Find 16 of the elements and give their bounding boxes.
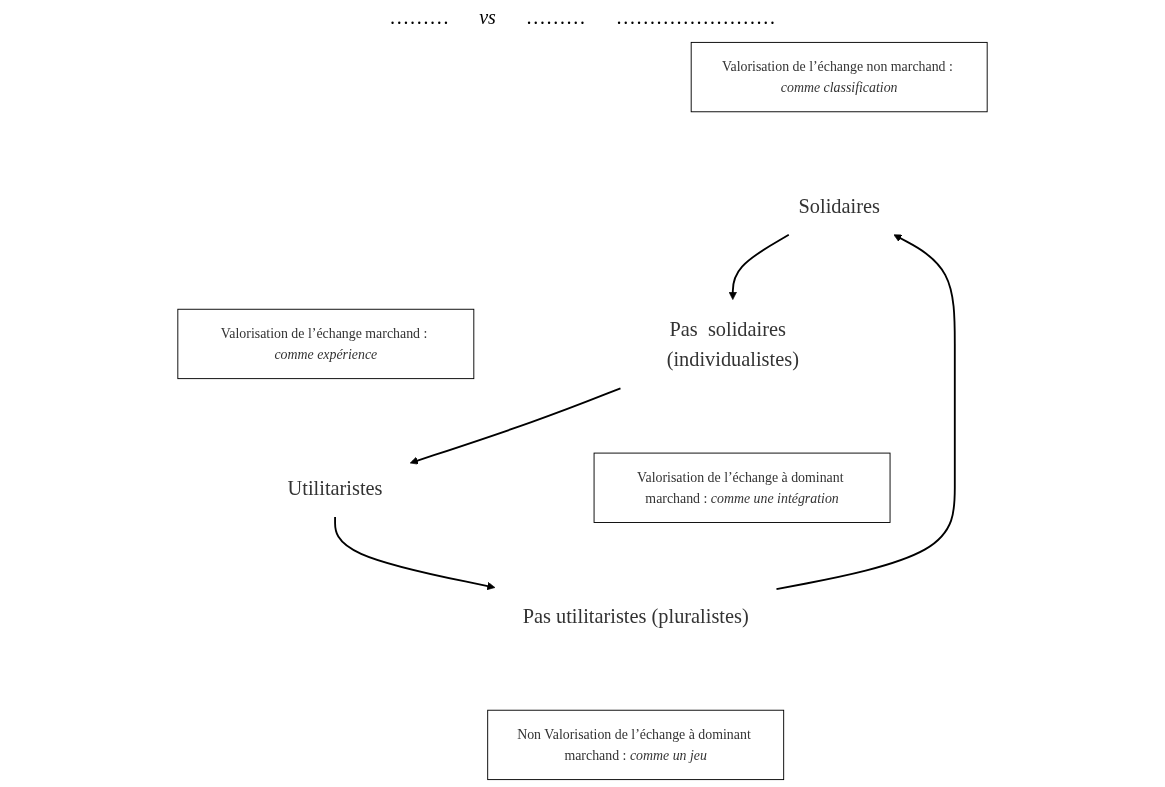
node-text: Pas solidaires (individualistes) <box>666 317 799 371</box>
node-text: Utilitaristes <box>287 476 383 500</box>
arrow <box>775 234 956 591</box>
node-box: Valorisation de l’échange marchand : comme expérience <box>177 308 475 380</box>
node-box: Valorisation de l’échange à dominant marchand : comme une intégration <box>593 452 891 523</box>
node-box: Non Valorisation de l’échange à dominant marchand : comme un jeu <box>487 709 785 781</box>
label-text: ……… <box>525 6 586 29</box>
arrow <box>728 233 790 300</box>
label-text: ……… <box>389 6 450 29</box>
arrow <box>334 516 496 591</box>
label-text: …………………… <box>615 6 776 29</box>
node-box: Valorisation de l’échange non marchand : comme classification <box>690 41 988 113</box>
arrow <box>409 387 622 465</box>
node-text: Pas utilitaristes (pluralistes) <box>522 604 749 628</box>
label-text: vs <box>479 6 496 29</box>
node-text: Solidaires <box>798 194 880 218</box>
